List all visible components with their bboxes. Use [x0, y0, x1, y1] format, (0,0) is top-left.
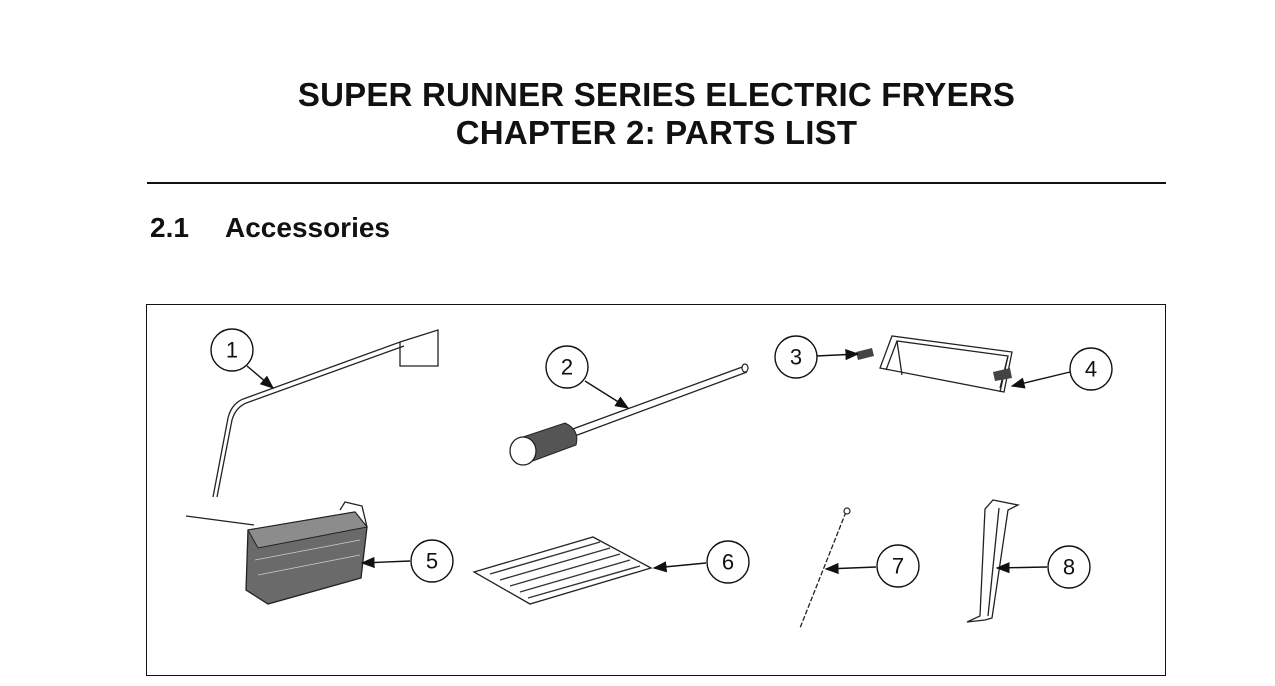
svg-text:2: 2 [561, 355, 573, 380]
callout-5: 5 [410, 539, 454, 583]
svg-text:5: 5 [426, 549, 438, 574]
part-4-basket-support [879, 335, 1013, 393]
document-title-line-1: SUPER RUNNER SERIES ELECTRIC FRYERS [297, 76, 1016, 113]
callout-3: 3 [774, 335, 818, 379]
part-5-fry-basket [185, 501, 368, 605]
part-7-chain [799, 507, 851, 629]
section-number: 2.1 [150, 212, 189, 243]
svg-text:7: 7 [892, 554, 904, 579]
section-title: Accessories [225, 212, 391, 243]
callout-6: 6 [706, 540, 750, 584]
svg-text:4: 4 [1085, 357, 1097, 382]
document-title-line-2: CHAPTER 2: PARTS LIST [455, 114, 858, 151]
callout-4: 4 [1069, 347, 1113, 391]
part-8-bracket [966, 499, 1020, 623]
part-2-rod [509, 363, 749, 466]
callout-1: 1 [210, 328, 254, 372]
callout-8: 8 [1047, 545, 1091, 589]
header-divider [147, 182, 1166, 184]
part-3-screw [856, 348, 874, 360]
svg-text:6: 6 [722, 550, 734, 575]
svg-text:1: 1 [226, 338, 238, 363]
callout-7: 7 [876, 544, 920, 588]
parts-figure [146, 304, 1166, 676]
svg-text:3: 3 [790, 345, 802, 370]
svg-text:8: 8 [1063, 555, 1075, 580]
part-1-hanger-rod [212, 329, 439, 498]
part-6-screen [472, 536, 653, 605]
callout-2: 2 [545, 345, 589, 389]
